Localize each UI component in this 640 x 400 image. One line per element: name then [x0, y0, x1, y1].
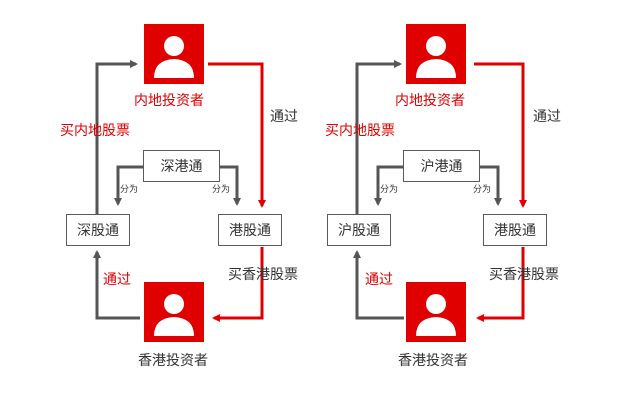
- right-gray-arrow-bottom: [353, 250, 404, 320]
- right-split-arrow-right: [480, 165, 502, 206]
- left-gray-arrow-top: [95, 60, 138, 214]
- left-via-bottom-label: 通过: [103, 272, 131, 288]
- right-right-box: 港股通: [483, 214, 547, 246]
- left-bottom-investor-label: 香港投资者: [138, 353, 208, 369]
- left-split-arrow-right: [220, 165, 241, 206]
- right-bottom-investor-icon: [406, 282, 466, 342]
- left-top-investor-label: 内地投资者: [134, 93, 204, 109]
- left-split-label-left: 分为: [120, 185, 139, 195]
- left-red-arrow-top: [208, 62, 266, 208]
- left-right-box: 港股通: [218, 214, 282, 246]
- right-via-top-label: 通过: [533, 109, 561, 125]
- right-bottom-investor-label: 香港投资者: [398, 353, 468, 369]
- left-left-box: 深股通: [66, 214, 130, 246]
- left-red-arrow-bottom: [212, 247, 264, 322]
- right-red-arrow-bottom: [476, 247, 525, 322]
- right-split-arrow-left: [374, 165, 403, 206]
- right-split-label-left: 分为: [380, 185, 399, 195]
- right-gray-arrow-top: [355, 60, 402, 214]
- left-gray-arrow-bottom: [93, 250, 140, 320]
- right-via-bottom-label: 通过: [365, 272, 393, 288]
- left-split-label-right: 分为: [212, 185, 231, 195]
- left-buy-mainland-label: 买内地股票: [60, 123, 130, 139]
- right-top-investor-icon: [406, 24, 466, 84]
- right-split-label-right: 分为: [473, 185, 492, 195]
- left-via-top-label: 通过: [270, 109, 298, 125]
- left-top-investor-icon: [144, 24, 204, 84]
- left-buy-hk-label: 买香港股票: [228, 267, 298, 283]
- right-top-investor-label: 内地投资者: [395, 93, 465, 109]
- left-bottom-investor-icon: [144, 282, 204, 342]
- right-center-box: 沪港通: [403, 150, 480, 182]
- left-center-box: 深港通: [143, 150, 220, 182]
- left-split-arrow-left: [114, 165, 143, 206]
- right-left-box: 沪股通: [327, 214, 391, 246]
- right-red-arrow-top: [474, 62, 527, 208]
- right-buy-hk-label: 买香港股票: [489, 267, 559, 283]
- right-buy-mainland-label: 买内地股票: [325, 123, 395, 139]
